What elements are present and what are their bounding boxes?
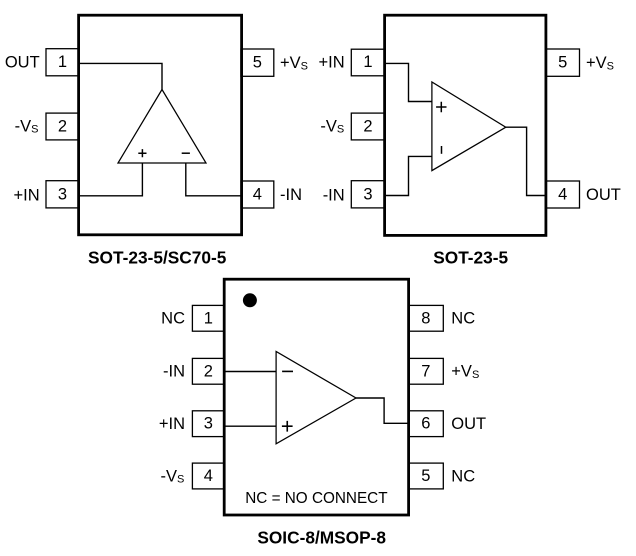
svg-text:2: 2 bbox=[363, 118, 372, 136]
svg-text:SOIC-8/MSOP-8: SOIC-8/MSOP-8 bbox=[257, 528, 386, 548]
svg-text:+IN: +IN bbox=[14, 186, 40, 204]
svg-text:7: 7 bbox=[421, 362, 430, 380]
svg-text:NC: NC bbox=[161, 310, 185, 328]
svg-text:1: 1 bbox=[58, 53, 67, 71]
svg-text:4: 4 bbox=[558, 186, 567, 204]
svg-text:NC: NC bbox=[451, 467, 475, 485]
svg-text:+IN: +IN bbox=[159, 415, 185, 433]
svg-text:OUT: OUT bbox=[5, 54, 40, 72]
svg-text:6: 6 bbox=[421, 415, 430, 433]
svg-text:NC: NC bbox=[451, 310, 475, 328]
svg-text:5: 5 bbox=[421, 467, 430, 485]
svg-text:SOT-23-5: SOT-23-5 bbox=[433, 247, 508, 267]
svg-text:1: 1 bbox=[363, 53, 372, 71]
svg-text:3: 3 bbox=[58, 185, 67, 203]
svg-text:OUT: OUT bbox=[451, 415, 486, 433]
svg-text:1: 1 bbox=[204, 309, 213, 327]
svg-text:NC = NO CONNECT: NC = NO CONNECT bbox=[245, 490, 387, 507]
svg-text:5: 5 bbox=[558, 54, 567, 72]
svg-text:2: 2 bbox=[58, 118, 67, 136]
svg-text:-IN: -IN bbox=[280, 186, 302, 204]
svg-text:3: 3 bbox=[204, 415, 213, 433]
svg-text:8: 8 bbox=[421, 309, 430, 327]
svg-text:3: 3 bbox=[363, 185, 372, 203]
svg-text:-IN: -IN bbox=[323, 186, 345, 204]
svg-text:4: 4 bbox=[204, 467, 213, 485]
svg-text:-IN: -IN bbox=[163, 363, 185, 381]
svg-text:+IN: +IN bbox=[319, 54, 345, 72]
svg-text:2: 2 bbox=[204, 362, 213, 380]
svg-text:5: 5 bbox=[253, 54, 262, 72]
svg-text:OUT: OUT bbox=[586, 186, 621, 204]
svg-text:4: 4 bbox=[253, 186, 262, 204]
svg-text:SOT-23-5/SC70-5: SOT-23-5/SC70-5 bbox=[88, 247, 227, 267]
